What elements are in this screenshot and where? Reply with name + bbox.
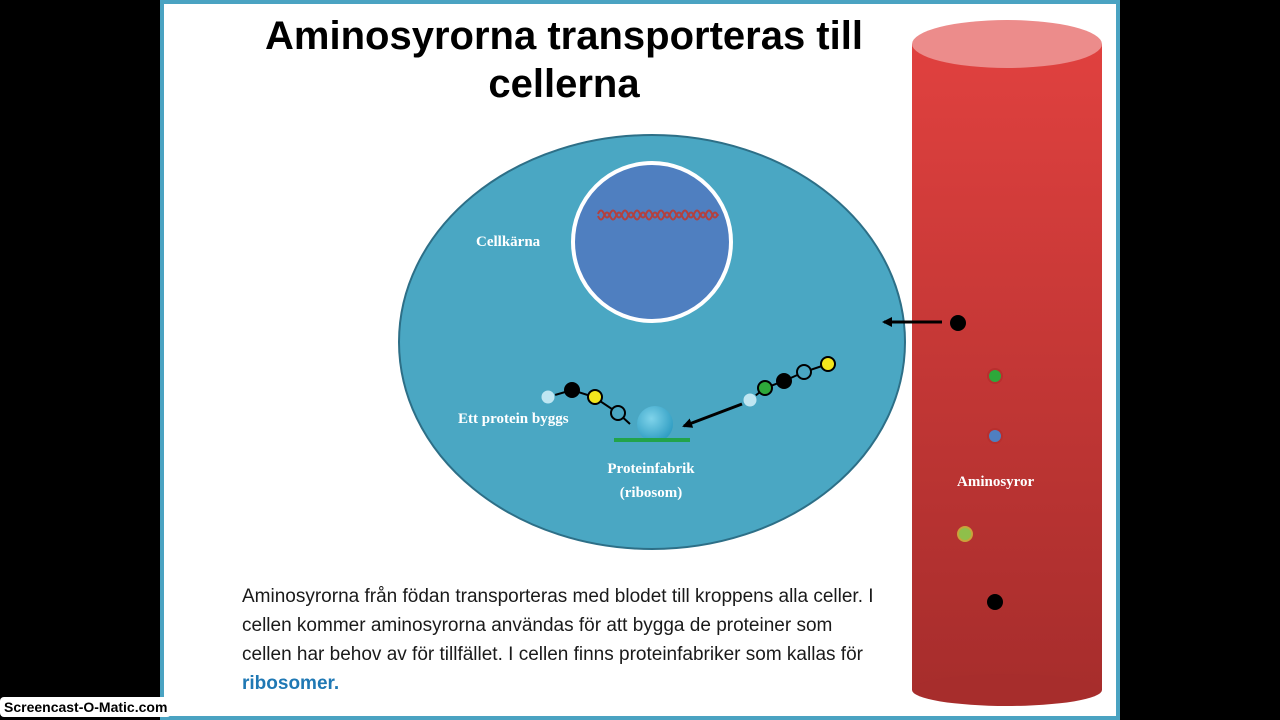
amino-acid-blue: [610, 405, 626, 421]
dna-strand-icon: [597, 211, 719, 221]
amino-acid-olive: [957, 526, 973, 542]
amino-acid-light-blue: [742, 392, 758, 408]
body-text-highlight: ribosomer.: [242, 673, 340, 694]
amino-acid-green: [987, 368, 1003, 384]
vessel-body: [912, 44, 1102, 690]
amino-acid-blue: [987, 428, 1003, 444]
slide-title-line2: cellerna: [488, 62, 640, 106]
vessel-top: [912, 20, 1102, 68]
arrow-to-ribosome-icon: [682, 402, 743, 428]
vessel-bottom: [912, 674, 1102, 706]
amino-acid-black: [564, 382, 580, 398]
protein-label: Ett protein byggs: [458, 411, 569, 427]
amino-acid-black: [987, 594, 1003, 610]
body-text-main: Aminosyrorna från födan transporteras me…: [242, 586, 874, 665]
slide-title: Aminosyrorna transporteras till cellerna: [214, 12, 914, 108]
amino-acid-yellow: [820, 356, 836, 372]
nucleus: [571, 161, 733, 323]
ribosome: [637, 406, 673, 442]
amino-acid-blue: [796, 364, 812, 380]
cell-body: [398, 134, 906, 550]
blood-vessel: [912, 20, 1102, 706]
vessel-label: Aminosyror: [957, 474, 1035, 490]
amino-acid-green: [757, 380, 773, 396]
ribosome-label-line1: Proteinfabrik: [607, 461, 695, 477]
nucleus-label: Cellkärna: [476, 234, 541, 250]
body-text: Aminosyrorna från födan transporteras me…: [242, 582, 882, 698]
amino-acid-black: [776, 373, 792, 389]
amino-acid-black: [950, 315, 966, 331]
amino-acid-yellow: [587, 389, 603, 405]
screencast-watermark: Screencast-O-Matic.com: [0, 697, 172, 717]
amino-acid-light-blue: [540, 389, 556, 405]
ribosome-label-line2: (ribosom): [620, 485, 683, 501]
slide-title-line1: Aminosyrorna transporteras till: [265, 14, 863, 58]
